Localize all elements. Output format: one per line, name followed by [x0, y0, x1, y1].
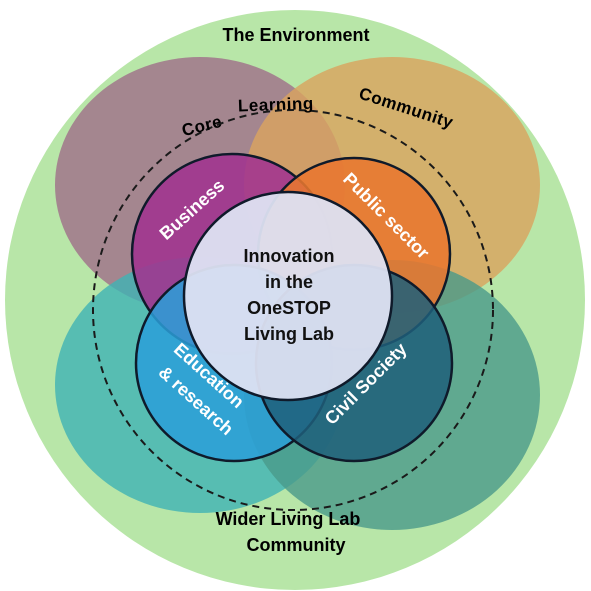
center-label-line1: Innovation — [244, 246, 335, 266]
center-label-line2: in the — [265, 272, 313, 292]
wider-community-label-line1: Wider Living Lab — [216, 509, 361, 529]
center-label-line4: Living Lab — [244, 324, 334, 344]
center-label-line3: OneSTOP — [247, 298, 331, 318]
core-label-word2: Learning — [238, 94, 314, 116]
wider-community-label-line2: Community — [247, 535, 346, 555]
environment-label: The Environment — [222, 25, 369, 45]
center-circle — [182, 190, 394, 402]
core-community-boundary — [92, 109, 494, 511]
